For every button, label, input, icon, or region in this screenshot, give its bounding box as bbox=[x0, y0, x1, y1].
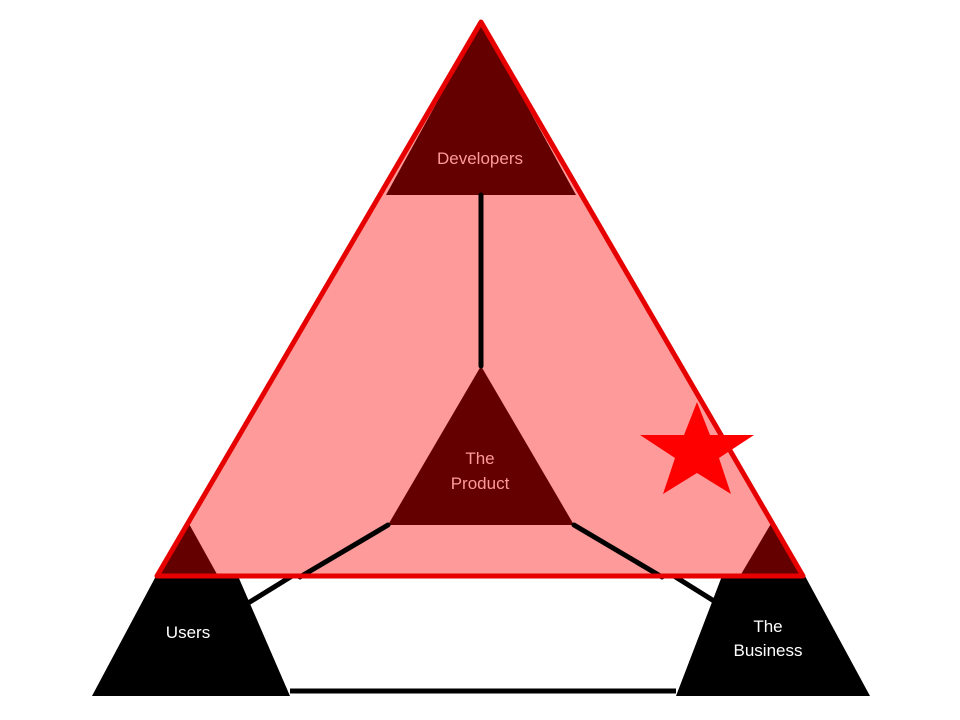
developers-region bbox=[386, 22, 576, 195]
business-label-line2: Business bbox=[734, 641, 803, 660]
product-label-line2: Product bbox=[451, 474, 510, 493]
users-label: Users bbox=[166, 623, 210, 642]
business-corner bbox=[676, 576, 870, 696]
product-region bbox=[388, 366, 574, 525]
business-label-line1: The bbox=[753, 617, 782, 636]
star-icon bbox=[640, 402, 754, 494]
product-label-line1: The bbox=[465, 449, 494, 468]
developers-label: Developers bbox=[437, 149, 523, 168]
highlight-outline bbox=[154, 19, 806, 579]
divider-lines bbox=[297, 192, 665, 580]
left-corner-dark bbox=[157, 522, 218, 576]
right-corner-dark bbox=[740, 522, 803, 576]
lower-hexagon-outline bbox=[238, 573, 724, 694]
